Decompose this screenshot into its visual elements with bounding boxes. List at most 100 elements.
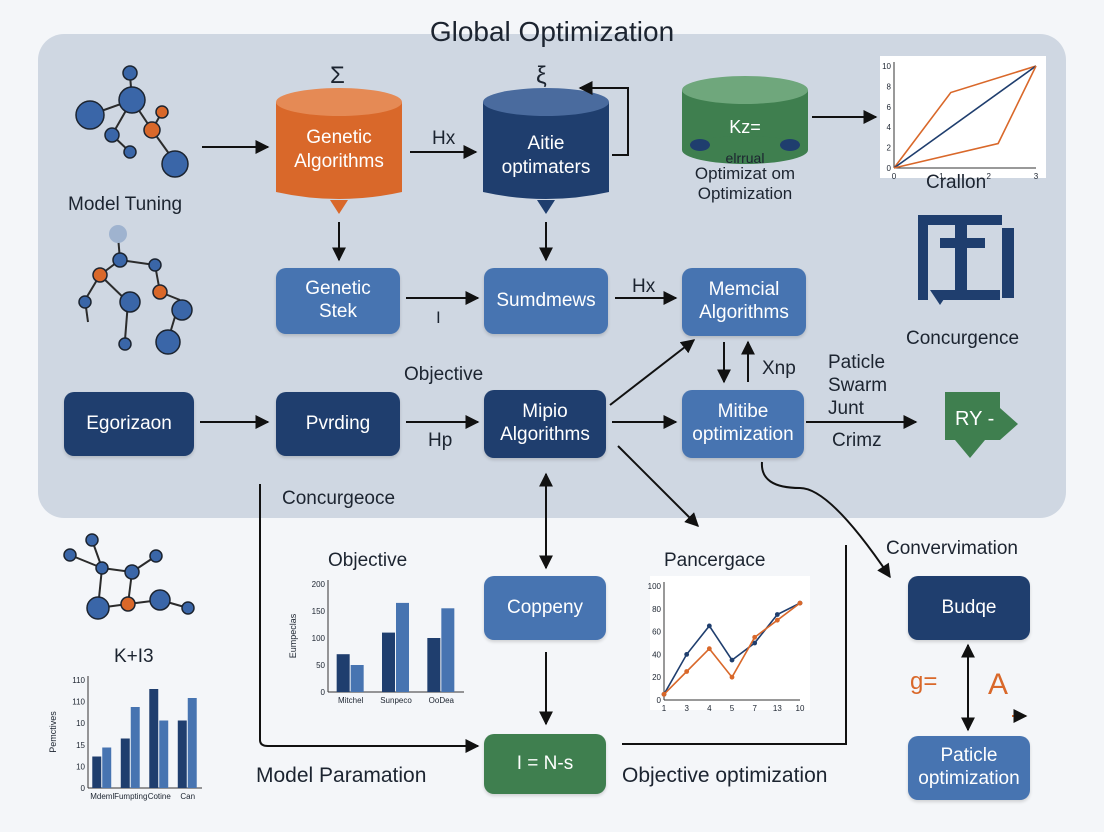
aitie-optimaters-label: Aitie optimaters — [483, 132, 609, 180]
x-tick-label: Fumpting — [114, 792, 147, 801]
x-tick-label: Sunpeco — [380, 696, 412, 705]
memcial-algorithms-line1: Memcial — [708, 279, 780, 301]
bar — [441, 608, 455, 692]
network-graph-icon-2 — [78, 225, 193, 355]
genetic-stek-line1: Genetic — [305, 278, 371, 300]
kz-caption-3: Optimization — [697, 184, 793, 203]
x-tick-label: OoDea — [429, 696, 455, 705]
pvrding-box: Pvrding — [276, 392, 400, 456]
objective-label-top: Objective — [404, 364, 484, 385]
data-point — [729, 674, 735, 680]
egorizaon-box: Egorizaon — [64, 392, 194, 456]
crallon-label: Crallon — [926, 172, 987, 193]
x-tick-label: 3 — [1034, 172, 1039, 181]
series-line — [893, 65, 1037, 169]
series-line — [893, 65, 1037, 169]
bar — [396, 602, 409, 692]
y-tick-label: 4 — [887, 123, 892, 132]
bar — [336, 654, 350, 692]
x-tick-label: Can — [180, 792, 195, 801]
x-tick-label: 0 — [892, 172, 897, 181]
x-tick-label: 2 — [986, 172, 991, 181]
glyph-g: g= — [910, 668, 938, 695]
y-tick-label: 110 — [72, 676, 85, 685]
objective-chart-title: Objective — [328, 550, 408, 571]
series-line — [893, 65, 1037, 169]
xnp-label: Xnp — [762, 358, 796, 379]
y-tick-label: 80 — [652, 605, 661, 614]
y-tick-label: 10 — [882, 62, 891, 71]
mitibe-optimization-line1: Mitibe — [717, 401, 769, 423]
flow-arrows — [200, 81, 1028, 753]
bar — [120, 738, 130, 788]
data-point — [774, 617, 780, 623]
concurgence-label: Concurgence — [906, 328, 1020, 349]
data-point — [706, 646, 712, 652]
x-tick-label: 3 — [684, 704, 689, 713]
coppeny-box: Coppeny — [484, 576, 606, 640]
aitie-optimaters-line2: optimaters — [501, 156, 591, 178]
data-point — [684, 652, 690, 657]
x-tick-label: 1 — [662, 704, 667, 713]
i-mark-label: I — [436, 308, 441, 327]
budqe-box: Budqe — [908, 576, 1030, 640]
mitibe-optimization-line2: optimization — [692, 424, 794, 445]
y-tick-label: 15 — [76, 741, 85, 750]
paticle-swarm-line3: Junt — [828, 397, 864, 419]
hx-label-2: Hx — [632, 276, 656, 297]
ry-tag-icon — [945, 392, 1018, 458]
bar — [149, 689, 159, 788]
y-tick-label: 0 — [81, 784, 86, 793]
hx-label-1: Hx — [432, 128, 456, 149]
x-tick-label: 5 — [730, 704, 735, 713]
x-tick-label: Mdeml — [90, 792, 114, 801]
data-point — [774, 612, 780, 617]
model-paramation-label: Model Paramation — [256, 764, 427, 787]
bar — [177, 720, 187, 788]
y-axis-label: Pemctives — [48, 711, 58, 753]
diagram-title: Global Optimization — [429, 16, 675, 47]
concurgence-icon — [918, 215, 1014, 305]
ry-label: RY - — [955, 408, 995, 430]
bar — [427, 638, 441, 692]
network-graph-icon-1 — [75, 65, 189, 178]
y-tick-label: 0 — [657, 696, 662, 705]
data-point — [661, 691, 667, 697]
convervimation-label: Convervimation — [886, 538, 1018, 559]
y-tick-label: 2 — [887, 144, 892, 153]
mipio-algorithms-line2: Algorithms — [500, 424, 590, 445]
glyph-a: A — [988, 668, 1009, 701]
genetic-algorithms-line2: Algorithms — [294, 150, 384, 172]
y-tick-label: 0 — [887, 164, 892, 173]
bar — [102, 747, 112, 788]
paticle-swarm-line1: Paticle — [828, 352, 886, 373]
chart-background — [650, 576, 810, 710]
bar — [350, 665, 364, 692]
genetic-stek-line2: Stek — [318, 301, 357, 322]
data-point — [706, 623, 712, 629]
mipio-algorithms-line1: Mipio — [522, 401, 568, 423]
y-tick-label: 8 — [887, 82, 892, 91]
hp-label: Hp — [428, 430, 453, 451]
memcial-algorithms-line2: Algorithms — [699, 302, 789, 323]
objective-optimization-label: Objective optimization — [622, 764, 828, 787]
paticle-swarm-line2: Swarm — [828, 374, 888, 396]
pancergace-chart-title: Pancergace — [664, 550, 766, 571]
y-tick-label: 50 — [316, 661, 325, 670]
paticle-swarm-label: Paticle Swarm Junt — [828, 352, 887, 420]
data-point — [797, 600, 803, 606]
bar — [187, 698, 197, 788]
kz-cylinder — [682, 76, 808, 164]
xi-symbol: ξ — [536, 62, 547, 89]
bar — [130, 707, 140, 788]
y-tick-label: 150 — [312, 607, 326, 616]
crimz-label: Crimz — [832, 430, 882, 451]
y-tick-label: 100 — [648, 582, 662, 591]
y-tick-label: 10 — [76, 719, 85, 728]
